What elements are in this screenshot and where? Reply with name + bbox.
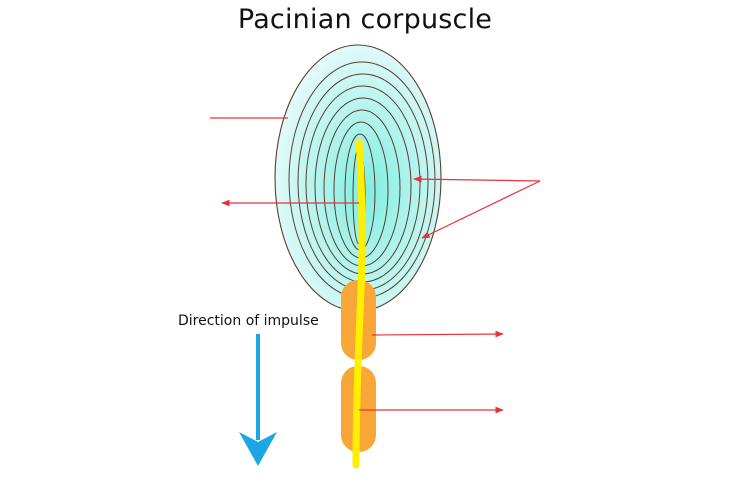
label-pointers xyxy=(210,117,541,414)
impulse-direction-label: Direction of impulse xyxy=(178,313,319,329)
impulse-arrow-head xyxy=(239,432,277,466)
diagram-title: Pacinian corpuscle xyxy=(237,4,493,35)
pointer-arrow xyxy=(371,330,504,338)
pointer-arrow xyxy=(413,175,541,183)
nerve-fiber xyxy=(352,139,366,469)
down-arrow-icon xyxy=(239,334,277,466)
pointer-arrow xyxy=(421,180,541,239)
